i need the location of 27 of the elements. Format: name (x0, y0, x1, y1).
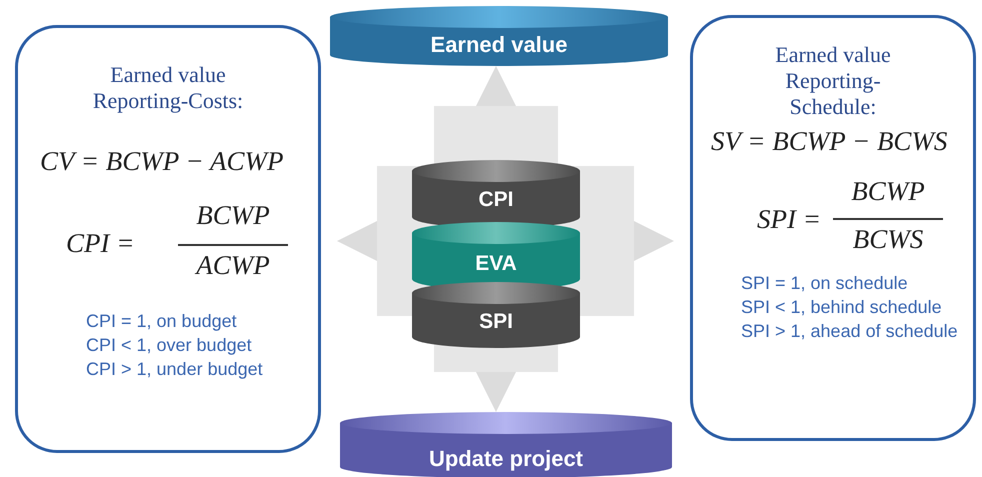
rounded-panel (15, 25, 321, 453)
cylinder-disk (412, 282, 580, 348)
panel-heading: Earned value Reporting-Schedule: (774, 42, 892, 120)
note-text: CPI = 1, on budget (86, 310, 237, 332)
cylinder-disk (330, 6, 668, 66)
note-text: SPI < 1, behind schedule (741, 296, 942, 318)
rounded-panel (690, 15, 976, 441)
panel-heading: Earned value Reporting-Costs: (92, 62, 244, 114)
disk-label: EVA (474, 252, 518, 276)
disk-label: Earned value (430, 32, 568, 58)
numerator: BCWP (850, 176, 926, 207)
disk-label: Update project (428, 446, 584, 472)
denominator: ACWP (194, 250, 271, 281)
formula: CPI = (66, 228, 134, 259)
denominator: BCWS (852, 224, 924, 255)
formula: CV = BCWP − ACWP (40, 146, 284, 177)
numerator: BCWP (195, 200, 271, 231)
cylinder-disk (412, 160, 580, 228)
note-text: SPI > 1, ahead of schedule (741, 320, 958, 342)
cylinder-disk (340, 412, 672, 477)
note-text: CPI > 1, under budget (86, 358, 263, 380)
note-text: SPI = 1, on schedule (741, 272, 908, 294)
disk-label: SPI (478, 310, 514, 334)
formula: SPI = (757, 204, 821, 235)
disk-label: CPI (477, 188, 514, 212)
formula: SV = BCWP − BCWS (711, 126, 948, 157)
note-text: CPI < 1, over budget (86, 334, 252, 356)
